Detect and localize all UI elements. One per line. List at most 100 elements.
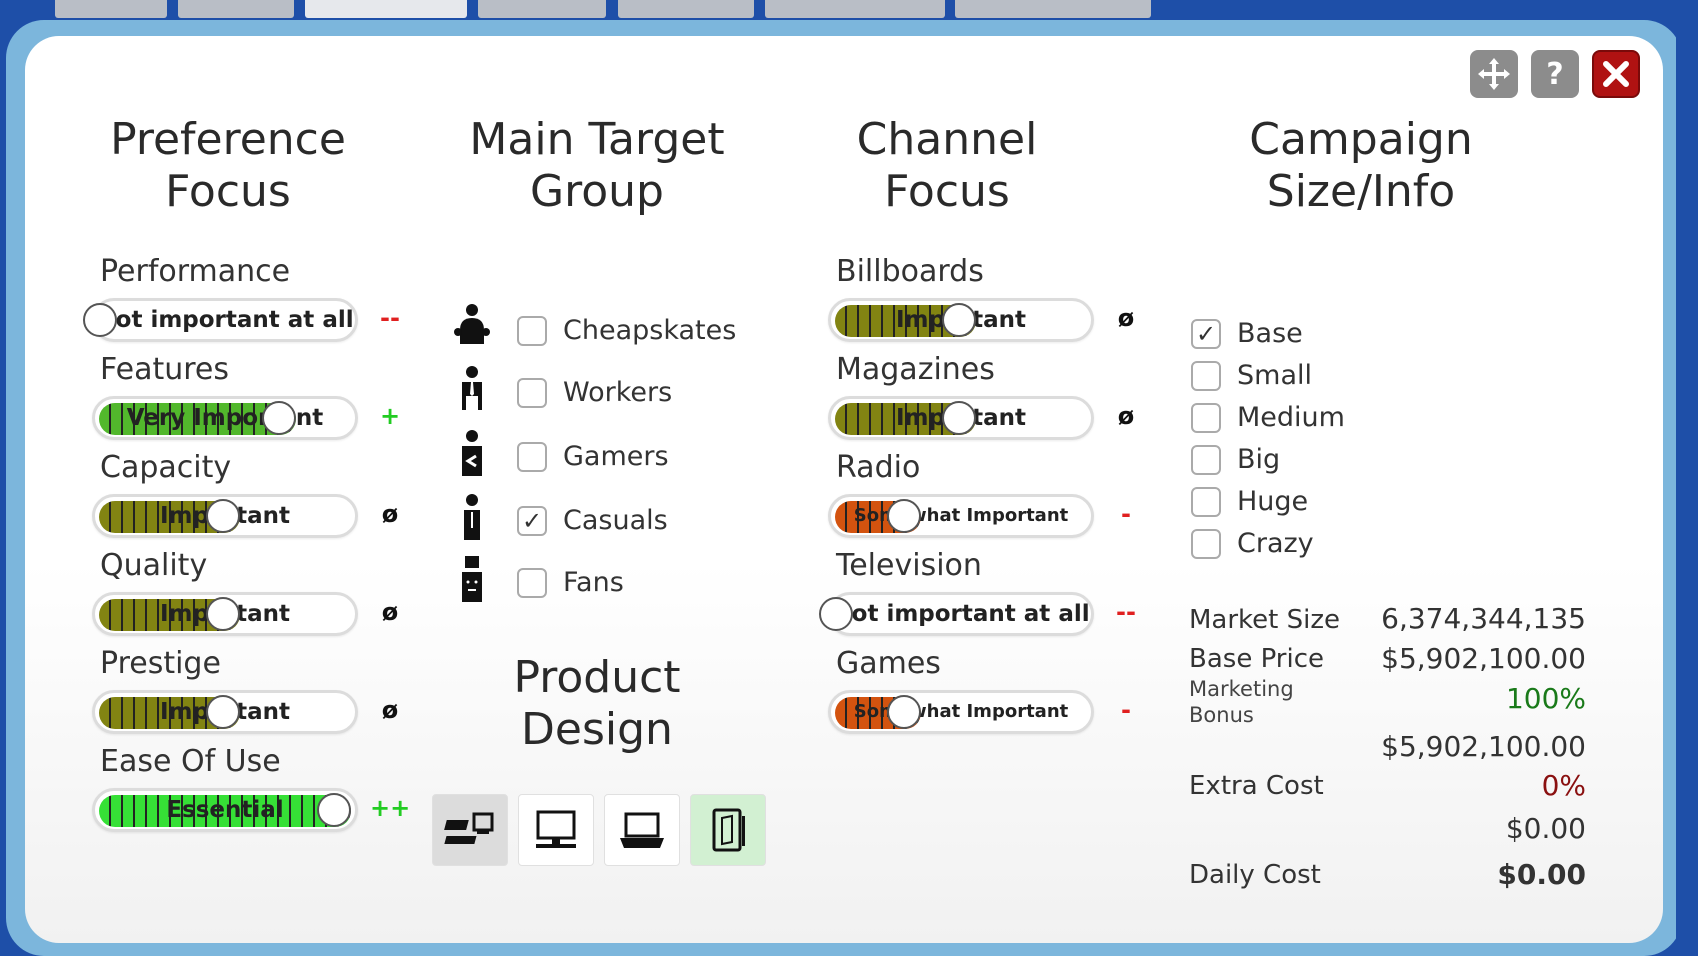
slider-value: Somewhat Important [853, 505, 1069, 526]
target-group-checkbox[interactable] [517, 378, 547, 408]
campaign-size-checkbox[interactable] [1191, 403, 1221, 433]
importance-mark: ++ [370, 794, 411, 822]
campaign-size-checkbox[interactable] [1191, 361, 1221, 391]
background-tab [178, 0, 294, 18]
importance-mark: - [1121, 500, 1131, 528]
product-design-button[interactable] [518, 794, 594, 866]
product-design-title: Product Design [417, 652, 777, 756]
title-line: Size/Info [1266, 166, 1456, 217]
importance-slider[interactable]: Very Important [92, 396, 358, 440]
importance-mark: -- [380, 304, 400, 332]
slider-label: Television [836, 548, 982, 583]
slider-label: Performance [100, 254, 291, 289]
campaign-size-label: Small [1237, 360, 1312, 391]
slider-label: Radio [836, 450, 921, 485]
tablet-icon [712, 808, 745, 852]
move-button[interactable] [1470, 50, 1518, 98]
campaign-size-label: Big [1237, 444, 1281, 475]
importance-slider[interactable]: Somewhat Important [828, 690, 1094, 734]
slider-knob[interactable] [819, 597, 853, 631]
importance-slider[interactable]: Somewhat Important [828, 494, 1094, 538]
product-design-button[interactable] [432, 794, 508, 866]
importance-mark: ø [381, 696, 399, 724]
target-group-label: Casuals [563, 505, 668, 536]
campaign-size-checkbox[interactable] [1191, 445, 1221, 475]
base-price-value: $5,902,100.00 [1381, 642, 1586, 675]
daily-cost-label: Daily Cost [1189, 860, 1321, 890]
help-button[interactable]: ? [1531, 50, 1579, 98]
importance-slider[interactable]: Not important at all [819, 592, 1094, 636]
title-line: Campaign [1249, 114, 1473, 165]
product-design-button[interactable] [604, 794, 680, 866]
slider-label: Capacity [100, 450, 232, 485]
fan-icon [450, 556, 494, 606]
campaign-size-info-title: Campaign Size/Info [1181, 114, 1541, 218]
campaign-size-checkbox[interactable] [1191, 487, 1221, 517]
slider-value: Essential [166, 797, 284, 823]
title-line: Group [530, 166, 664, 217]
slider-value: Not important at all [832, 601, 1090, 627]
marketing-bonus-amount: $5,902,100.00 [1381, 730, 1586, 763]
campaign-size-label: Base [1237, 318, 1303, 349]
importance-mark: ø [1117, 402, 1135, 430]
gamer-icon [450, 430, 494, 480]
target-group-label: Gamers [563, 441, 669, 472]
slider-knob[interactable] [206, 695, 240, 729]
slider-knob[interactable] [83, 303, 117, 337]
move-icon [1478, 58, 1510, 90]
target-group-label: Fans [563, 567, 624, 598]
target-group-label: Workers [563, 377, 673, 408]
importance-mark: ø [1117, 304, 1135, 332]
cheapskate-icon [450, 304, 494, 354]
background-toolbar [0, 0, 1698, 20]
background-tab [618, 0, 754, 18]
background-tab [55, 0, 167, 18]
background-tab [955, 0, 1151, 18]
importance-slider[interactable]: Important [828, 298, 1094, 342]
slider-label: Games [836, 646, 941, 681]
title-line: Focus [884, 166, 1010, 217]
importance-slider[interactable]: Important [828, 396, 1094, 440]
importance-slider[interactable]: Essential [92, 788, 358, 832]
slider-label: Features [100, 352, 229, 387]
title-line: Focus [165, 166, 291, 217]
slider-value: Not important at all [96, 307, 354, 333]
slider-knob[interactable] [887, 695, 921, 729]
extra-cost-value: 0% [1541, 769, 1586, 802]
importance-slider[interactable]: Not important at all [83, 298, 358, 342]
importance-mark: ø [381, 598, 399, 626]
importance-slider[interactable]: Important [92, 592, 358, 636]
slider-knob[interactable] [942, 401, 976, 435]
slider-knob[interactable] [887, 499, 921, 533]
title-line: Product [513, 652, 681, 703]
channel-focus-title: Channel Focus [767, 114, 1127, 218]
desktop-monitor-icon [536, 810, 576, 848]
target-group-checkbox[interactable] [517, 442, 547, 472]
marketing-bonus-label: Marketing Bonus [1189, 677, 1294, 727]
slider-knob[interactable] [206, 499, 240, 533]
slider-knob[interactable] [262, 401, 296, 435]
slider-knob[interactable] [206, 597, 240, 631]
background-tab [305, 0, 467, 18]
close-icon [1603, 61, 1629, 87]
title-line: Channel [856, 114, 1038, 165]
campaign-size-checkbox[interactable] [1191, 529, 1221, 559]
slider-knob[interactable] [942, 303, 976, 337]
desktop-keyboard-icon [444, 812, 494, 844]
importance-slider[interactable]: Important [92, 690, 358, 734]
target-group-checkbox[interactable] [517, 568, 547, 598]
background-edge [1676, 0, 1698, 956]
campaign-size-label: Huge [1237, 486, 1309, 517]
slider-knob[interactable] [317, 793, 351, 827]
slider-label: Quality [100, 548, 208, 583]
target-group-checkbox[interactable] [517, 316, 547, 346]
importance-slider[interactable]: Important [92, 494, 358, 538]
background-tab [478, 0, 606, 18]
title-line: Preference [110, 114, 346, 165]
slider-label: Magazines [836, 352, 995, 387]
close-button[interactable] [1592, 50, 1640, 98]
target-group-checkbox[interactable]: ✓ [517, 506, 547, 536]
product-design-button[interactable] [690, 794, 766, 866]
campaign-size-label: Crazy [1237, 528, 1314, 559]
campaign-size-checkbox[interactable]: ✓ [1191, 319, 1221, 349]
